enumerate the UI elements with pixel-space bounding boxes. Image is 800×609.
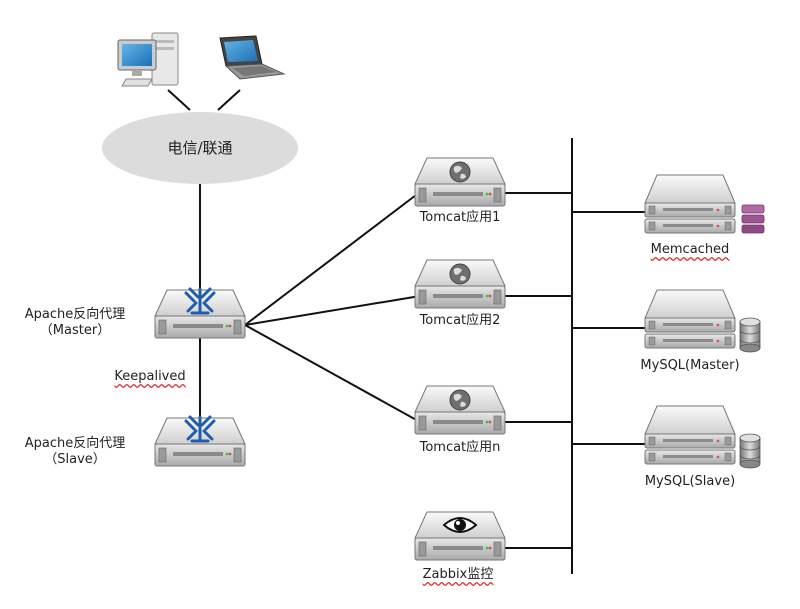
network-label: 电信/联通 <box>167 139 233 157</box>
mysql-master-label: MySQL(Master) <box>640 358 740 373</box>
tomcat2-label: Tomcat应用2 <box>419 313 501 328</box>
link-proxy-tomcat2 <box>244 295 421 326</box>
database-icon <box>739 433 761 469</box>
mysql-slave-label: MySQL(Slave) <box>644 474 736 489</box>
mysql-master-server <box>645 290 761 353</box>
laptop-icon <box>219 35 286 80</box>
mysql-slave-server <box>645 406 761 469</box>
zabbix-server <box>414 511 506 561</box>
database-icon <box>739 317 761 353</box>
proxy-slave-name: Apache反向代理 <box>24 436 126 451</box>
tomcat1-label: Tomcat应用1 <box>419 210 501 225</box>
desktop-computer-icon <box>117 32 179 87</box>
apache-master-server <box>154 287 246 339</box>
apache-slave-server <box>154 415 246 467</box>
proxy-master-name: Apache反向代理 <box>24 307 126 322</box>
tomcatn-label: Tomcat应用n <box>419 440 501 455</box>
link-laptop-network <box>217 89 241 111</box>
eye-icon <box>442 517 478 533</box>
link-proxy-tomcat1 <box>244 191 421 326</box>
tomcat1-server <box>414 157 506 207</box>
tomcat2-server <box>414 259 506 309</box>
tomcatn-server <box>414 385 506 435</box>
link-desktop-network <box>167 89 191 111</box>
memcached-server <box>645 175 765 234</box>
memcached-label: Memcached <box>650 242 730 257</box>
link-proxy-tomcatn <box>244 324 421 423</box>
proxy-master-role: （Master） <box>39 323 111 338</box>
keepalived-label: Keepalived <box>114 369 186 384</box>
zabbix-label: Zabbix监控 <box>422 567 494 582</box>
network-cloud <box>102 112 298 184</box>
globe-icon <box>449 263 471 285</box>
proxy-slave-role: （Slave） <box>44 452 106 467</box>
memcache-stack-icon <box>741 204 765 234</box>
connection-lines <box>167 89 648 574</box>
globe-icon <box>449 161 471 183</box>
globe-icon <box>449 389 471 411</box>
